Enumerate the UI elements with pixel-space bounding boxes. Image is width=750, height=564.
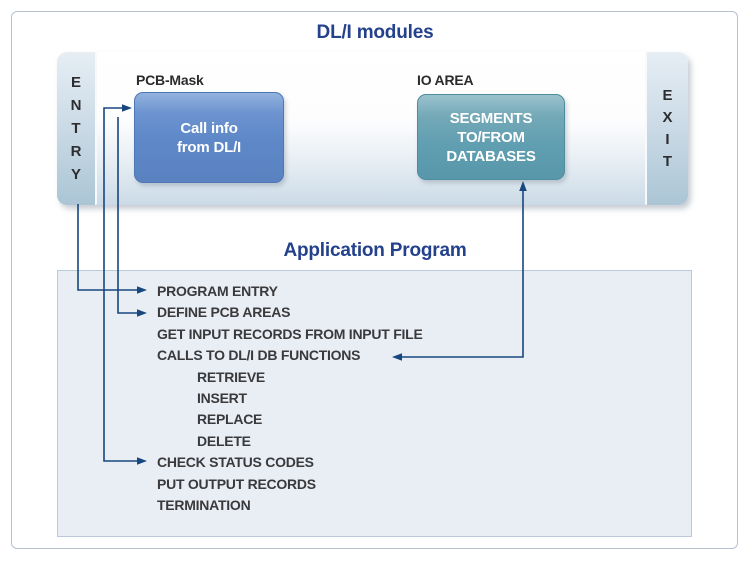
entry-letter: N [70,97,82,114]
exit-letter: X [662,108,673,126]
program-step: RETRIEVE [197,368,266,385]
program-step: GET INPUT RECORDS FROM INPUT FILE [157,325,423,342]
program-step: TERMINATION [157,496,251,513]
program-step: INSERT [197,389,247,406]
io-box-line: TO/FROM [457,128,525,146]
exit-letter: E [662,86,673,104]
entry-letter: Y [70,166,81,183]
pcb-box-line: from DL/I [176,138,242,156]
exit-letter: T [662,152,673,170]
program-step: PROGRAM ENTRY [157,283,278,299]
program-step: DELETE [197,432,251,449]
program-step: PUT OUTPUT RECORDS [157,475,316,492]
program-step: DEFINE PCB AREAS [157,304,291,321]
exit-letter: I [665,130,670,148]
program-step: REPLACE [197,411,263,428]
io-area-box: SEGMENTS TO/FROM DATABASES [417,94,565,180]
pcb-mask-label: PCB-Mask [136,72,204,88]
pcb-mask-box: Call info from DL/I [134,92,284,183]
entry-letter: T [71,120,81,137]
entry-letter: E [70,74,81,91]
entry-letter: R [70,143,82,160]
application-program-box [57,270,692,537]
pcb-box-line: Call info [180,119,238,137]
entry-box: E N T R Y [57,52,97,205]
program-steps-list: PROGRAM ENTRY DEFINE PCB AREAS GET INPUT… [157,281,423,516]
io-area-label: IO AREA [417,72,474,88]
program-step: CHECK STATUS CODES [157,454,314,471]
application-program-title: Application Program [283,240,467,261]
io-box-line: DATABASES [446,147,536,165]
dli-modules-title: DL/I modules [316,22,434,43]
exit-box: E X I T [645,52,688,205]
program-step: CALLS TO DL/I DB FUNCTIONS [157,347,361,364]
io-box-line: SEGMENTS [449,109,533,127]
